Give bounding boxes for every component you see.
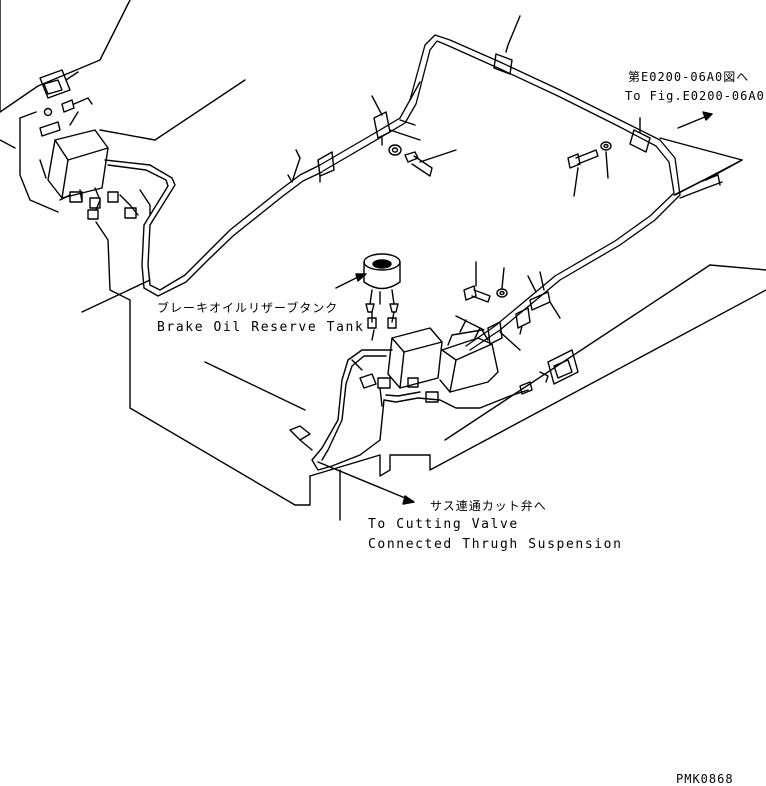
left-connector-bracket: [39, 69, 93, 117]
brake-oil-reserve-tank: [335, 253, 401, 329]
solenoid-valve-assembly: [387, 319, 499, 393]
valve-side-clip: [455, 271, 561, 351]
pipe-clip-middle: [287, 81, 421, 183]
tank-jp-label: ブレーキオイルリザーブタンク: [157, 301, 339, 315]
bolt-washer-center: [463, 261, 508, 303]
fig-ref-en-label: To Fig.E0200-06A0: [625, 89, 765, 103]
valve-en-label-2: Connected Thrugh Suspension: [368, 537, 623, 552]
valve-en-label-1: To Cutting Valve: [368, 517, 519, 532]
drawing-code-label: PMK0868: [676, 772, 734, 786]
left-harness: [39, 111, 323, 297]
lower-harness: [289, 329, 529, 471]
fig-ref-jp-label: 第E0200-06A0図へ: [628, 70, 750, 84]
arrow-to-cutting-valve: [317, 461, 415, 505]
frame-outline: [0, 0, 766, 521]
valve-jp-label: サス連通カット弁へ: [430, 499, 547, 513]
tank-en-label: Brake Oil Reserve Tank: [157, 320, 365, 335]
pipe-clip-top: [493, 15, 651, 153]
bolt-washer-middle: [388, 144, 457, 177]
arrow-to-fig: [677, 111, 713, 129]
right-connector-bracket: [519, 349, 579, 395]
bolt-washer-top-right: [567, 141, 612, 197]
left-relay-box: [19, 111, 109, 213]
